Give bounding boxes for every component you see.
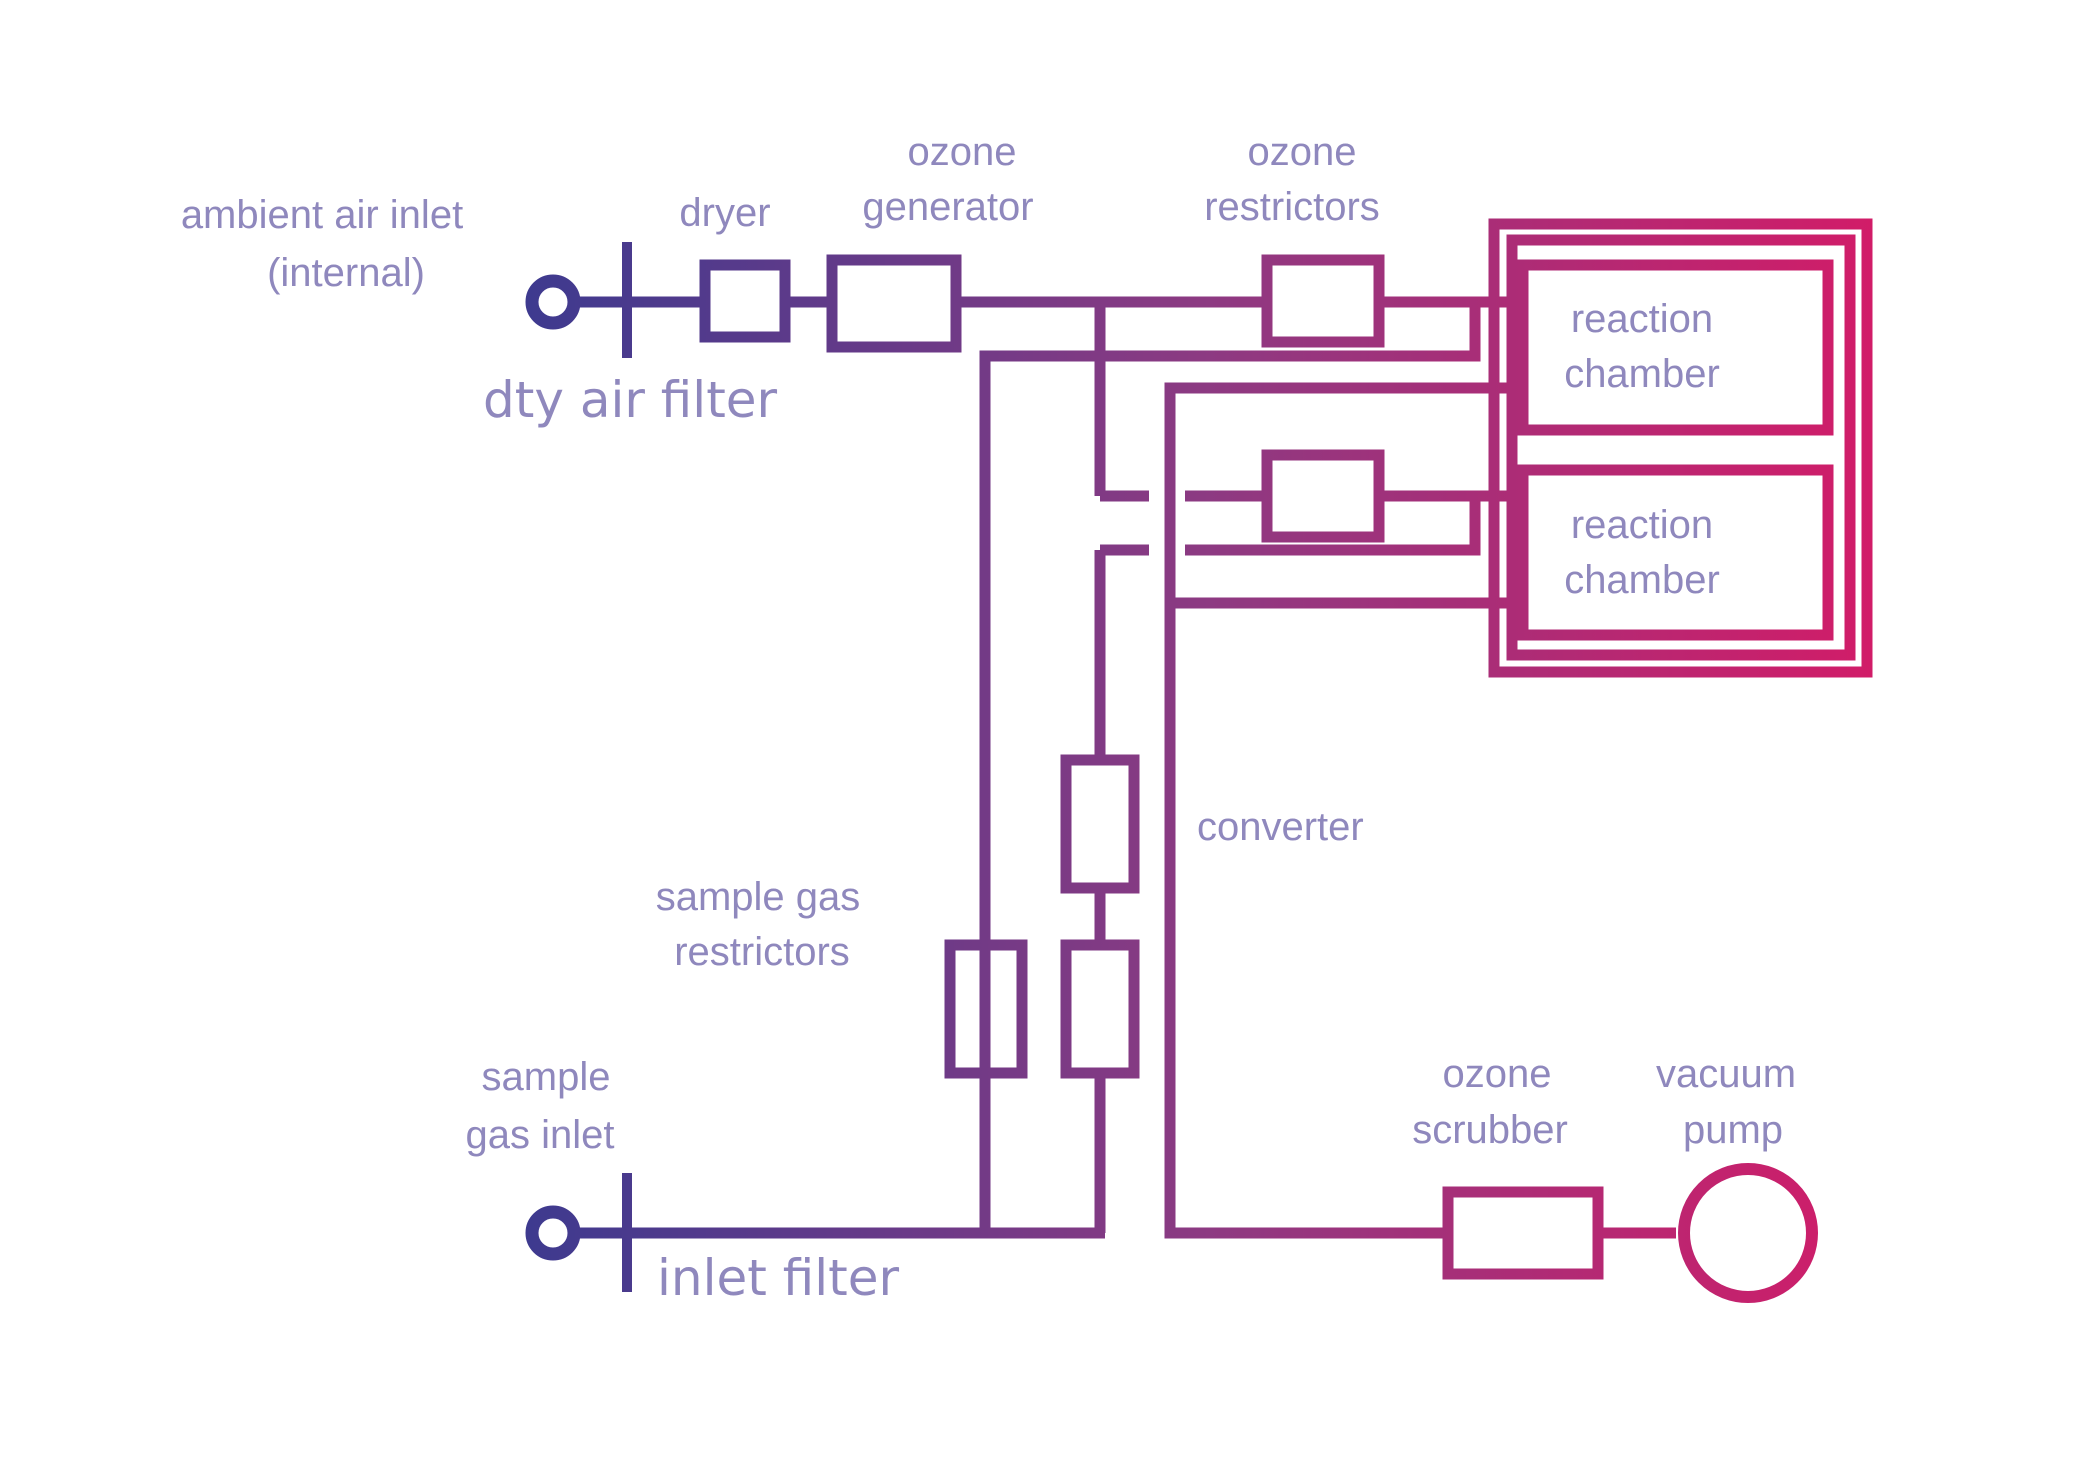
pipe-exhaust-top [1164, 382, 1523, 1239]
ozone-generator-box [826, 254, 962, 353]
label-reaction-chamber-bottom-1: reaction [1571, 503, 1713, 547]
label-ozone-restrictors-1: ozone [1248, 130, 1357, 174]
exhaust-enclosure [1488, 218, 1873, 678]
label-ambient-air-inlet: ambient air inlet [181, 193, 463, 237]
sample-restrictor-left [944, 939, 1028, 1079]
label-ozone-generator-2: generator [862, 185, 1033, 229]
label-sample-gas-inlet-2: gas inlet [466, 1113, 615, 1157]
ozone-restrictor-bottom [1261, 449, 1385, 543]
label-sample-gas-inlet-1: sample [482, 1055, 611, 1099]
label-vacuum-pump-1: vacuum [1656, 1052, 1796, 1096]
label-dry-air-filter: dty air filter [483, 371, 778, 429]
sample-gas-inlet-port [525, 1205, 581, 1261]
label-ozone-restrictors-2: restrictors [1204, 185, 1380, 229]
pipe-sample-line-1 [979, 302, 1481, 1233]
sample-restrictor-right [1060, 939, 1140, 1079]
label-ambient-air-inlet-internal: (internal) [267, 251, 425, 295]
label-reaction-chamber-top-1: reaction [1571, 297, 1713, 341]
label-dryer: dryer [679, 191, 770, 235]
label-sample-gas-restrictors-1: sample gas [656, 875, 861, 919]
label-ozone-scrubber-2: scrubber [1412, 1108, 1568, 1152]
label-reaction-chamber-top-2: chamber [1564, 352, 1720, 396]
reaction-chamber-bottom [1517, 464, 1834, 641]
reaction-chamber-top [1517, 259, 1834, 436]
converter-box-upper [1060, 754, 1140, 894]
dryer-box [699, 259, 791, 343]
label-inlet-filter: inlet filter [657, 1249, 899, 1307]
label-vacuum-pump-2: pump [1683, 1108, 1783, 1152]
ambient-air-inlet-port [525, 274, 581, 330]
ozone-scrubber-box [1442, 1186, 1604, 1280]
label-ozone-scrubber-1: ozone [1443, 1052, 1552, 1096]
label-reaction-chamber-bottom-2: chamber [1564, 558, 1720, 602]
label-sample-gas-restrictors-2: restrictors [674, 930, 850, 974]
exhaust-manifold [1506, 234, 1856, 661]
label-converter: converter [1197, 805, 1364, 849]
vacuum-pump [1678, 1163, 1818, 1303]
ozone-restrictor-top [1261, 254, 1385, 348]
label-ozone-generator-1: ozone [908, 130, 1017, 174]
pipe-sample-line-2-to-chamber [1185, 496, 1481, 556]
